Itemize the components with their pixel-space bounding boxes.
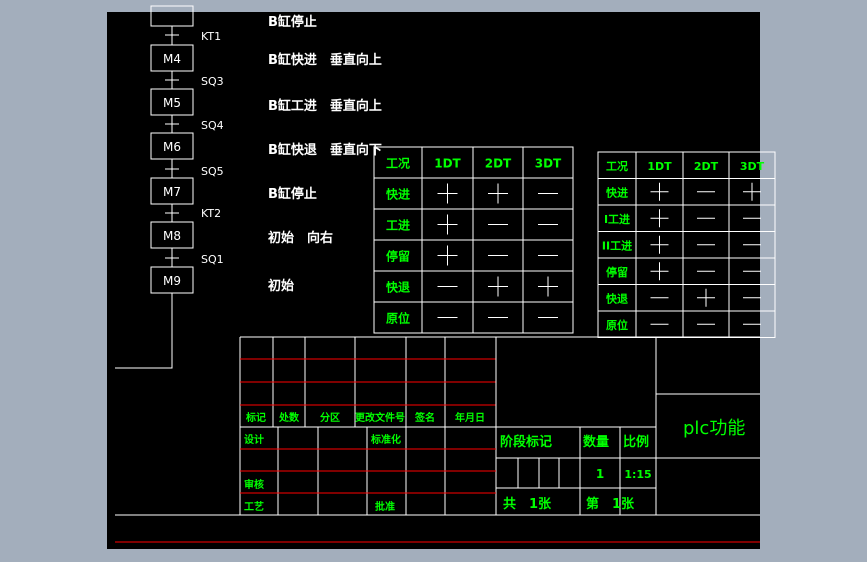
signal-label: SQ4 (201, 119, 224, 132)
rev-header: 年月日 (455, 411, 485, 424)
table-row-label: II工进 (602, 238, 632, 252)
table-header-cell: 3DT (740, 160, 765, 173)
step-label: M7 (163, 185, 181, 199)
sheet-number: 第 1张 (586, 496, 635, 512)
signal-label: SQ5 (201, 165, 224, 178)
standardization-label: 标准化 (370, 433, 401, 446)
return-line (115, 293, 173, 369)
cad-drawing: M4 M5 M6 M7 M8 M9 KT1 SQ3 SQ4 SQ5 KT2 (115, 5, 776, 543)
table-header-cell: 3DT (535, 157, 562, 171)
drawing-title: plc功能 (683, 418, 745, 439)
action-text: B缸停止 (268, 14, 317, 30)
scale-value: 1:15 (624, 468, 651, 481)
table-row-label: 快进 (605, 185, 628, 199)
step-label: M5 (163, 96, 181, 110)
process-label: 工艺 (244, 500, 264, 513)
rev-header: 处数 (278, 411, 300, 424)
table-row-label: 停留 (606, 265, 628, 279)
step-label: M6 (163, 140, 181, 154)
rev-header: 标记 (245, 411, 266, 424)
table-header-cell: 2DT (694, 160, 719, 173)
table-row-label: 原位 (606, 318, 628, 332)
table-header-cell: 2DT (485, 157, 512, 171)
drawing-canvas: M4 M5 M6 M7 M8 M9 KT1 SQ3 SQ4 SQ5 KT2 (107, 5, 776, 549)
rev-header: 更改文件号 (355, 411, 405, 424)
rev-header: 分区 (320, 411, 340, 424)
table-header-cell: 工况 (606, 159, 628, 173)
table-row-label: 工进 (386, 218, 410, 233)
action-text: B缸工进 垂直向上 (268, 98, 382, 114)
table-row-label: 快退 (605, 291, 628, 305)
action-text: 初始 向右 (268, 230, 333, 246)
rev-header: 签名 (414, 411, 435, 424)
total-sheets: 共 1张 (503, 496, 552, 512)
designer-label: 设计 (244, 433, 264, 446)
table-row-label: 停留 (386, 249, 410, 264)
signal-label: KT2 (201, 207, 221, 220)
action-text: 初始 (268, 278, 294, 294)
table-header-cell: 工况 (386, 157, 410, 171)
table-row-label: 快进 (386, 187, 410, 202)
step-label: M8 (163, 229, 181, 243)
step-label: M4 (163, 52, 181, 66)
signal-label: SQ3 (201, 75, 224, 88)
quantity-value: 1 (596, 467, 604, 481)
checker-label: 审核 (244, 478, 264, 491)
signal-label: KT1 (201, 30, 221, 43)
quantity-label: 数量 (583, 434, 609, 450)
table-row-label: I工进 (604, 212, 630, 226)
step-label: M9 (163, 274, 181, 288)
action-text: B缸快退 垂直向下 (268, 142, 382, 158)
table-row-label: 原位 (386, 311, 410, 326)
step-box-top-partial (150, 5, 194, 27)
action-text: B缸快进 垂直向上 (268, 52, 382, 68)
scale-label: 比例 (623, 434, 649, 450)
table-row-label: 快退 (386, 280, 410, 295)
action-text: B缸停止 (268, 186, 317, 202)
table-header-cell: 1DT (647, 160, 672, 173)
table-header-cell: 1DT (434, 157, 461, 171)
signal-label: SQ1 (201, 253, 224, 266)
step-diagram: M4 M5 M6 M7 M8 M9 KT1 SQ3 SQ4 SQ5 KT2 (115, 5, 382, 369)
title-block: 标记 处数 分区 更改文件号 签名 年月日 设计 审核 工艺 标准化 批准 阶段… (115, 336, 760, 543)
stage-mark-label: 阶段标记 (500, 434, 552, 450)
approval-label: 批准 (375, 500, 395, 513)
